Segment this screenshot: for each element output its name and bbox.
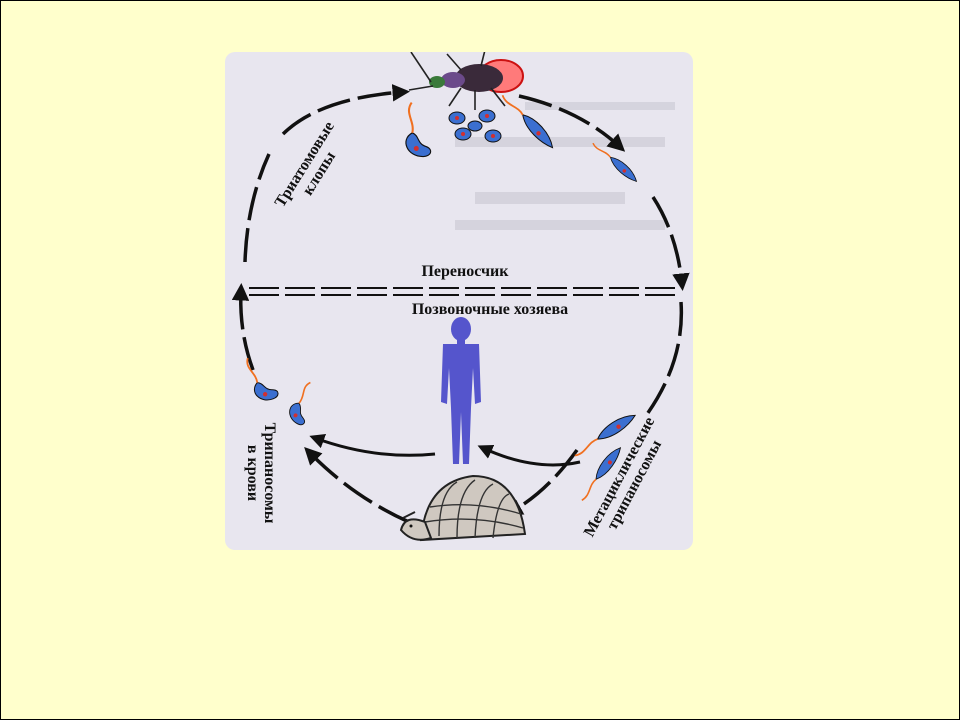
cycle-arrow-icon — [243, 153, 271, 263]
triatomine-bug-icon — [408, 49, 524, 110]
human-silhouette-icon — [441, 317, 481, 464]
blood-label: Трипаносомы в крови — [244, 403, 278, 543]
cycle-arrow-icon — [518, 94, 626, 152]
cycle-arrow-icon — [309, 434, 436, 457]
cycle-arrow-icon — [651, 196, 690, 291]
armadillo-icon — [399, 474, 527, 542]
lifecycle-diagram: Переносчик Позвоночные хозяева Триатомов… — [225, 49, 693, 550]
cycle-arrow-icon — [477, 444, 581, 467]
hosts-label: Позвоночные хозяева — [411, 301, 569, 318]
cycle-arrow-icon — [231, 283, 255, 371]
blood-label-line-2: в крови — [244, 444, 261, 502]
vector-host-divider — [249, 287, 681, 296]
vector-label: Переносчик — [421, 263, 509, 280]
panel-background — [225, 52, 693, 550]
cycle-arrow-icon — [504, 448, 579, 516]
diagram-canvas — [225, 49, 693, 550]
host-arrows — [309, 434, 581, 467]
cycle-arrow-icon — [643, 301, 684, 419]
cycle-arrow-icon — [304, 446, 410, 524]
bug-stage-parasites — [398, 93, 642, 184]
cycle-arrows — [231, 84, 690, 524]
cycle-arrow-icon — [281, 84, 410, 136]
ghost-text — [455, 102, 675, 230]
blood-label-line-1: Трипаносомы — [261, 422, 278, 524]
